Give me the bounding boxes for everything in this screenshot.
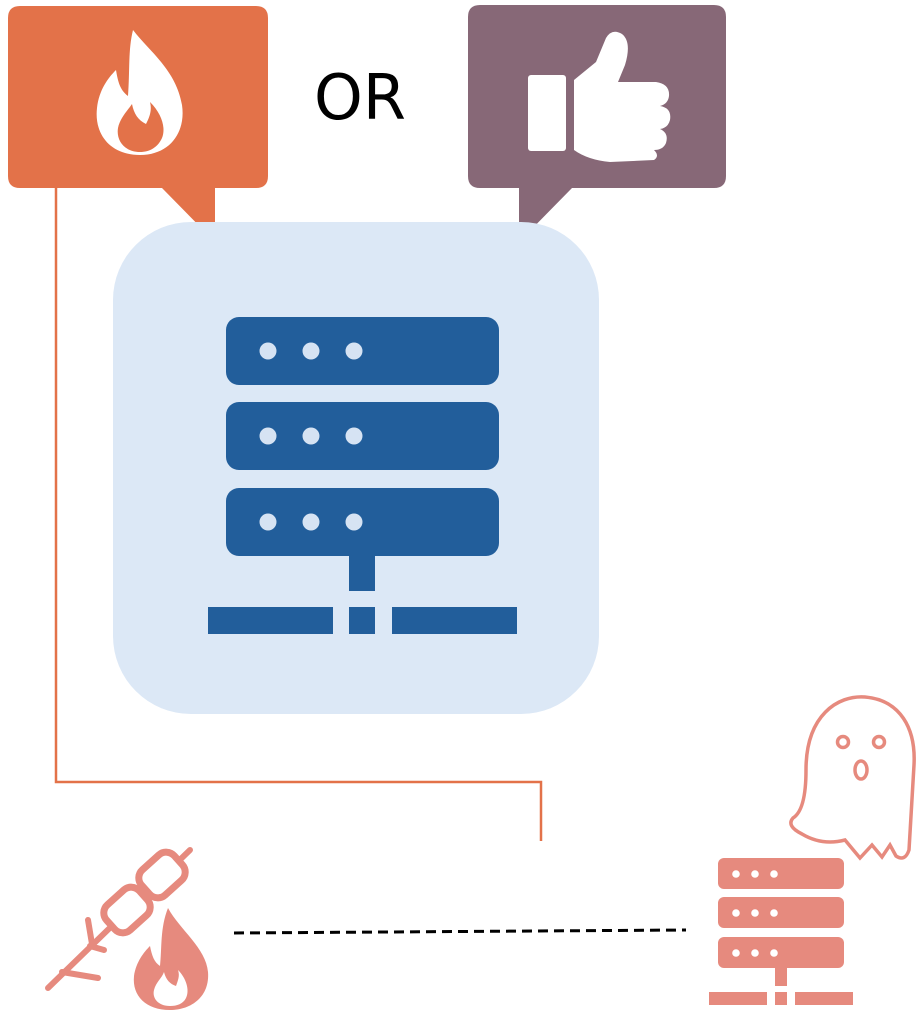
or-label: OR <box>314 61 406 134</box>
server-network-icon <box>208 317 517 634</box>
haunted-server-icon <box>709 695 916 1005</box>
fire-speech-bubble <box>8 6 268 242</box>
dashed-link <box>233 928 687 935</box>
small-server-icon <box>709 858 853 1005</box>
connector-line <box>54 186 543 841</box>
fire-icon <box>96 30 183 155</box>
campfire-flame <box>133 908 209 1010</box>
central-server-panel <box>113 222 599 714</box>
thumbs-up-speech-bubble <box>468 5 726 242</box>
thumbs-up-icon <box>528 31 671 162</box>
ghost-icon <box>789 695 916 861</box>
marshmallow-campfire-icon <box>45 847 209 1010</box>
